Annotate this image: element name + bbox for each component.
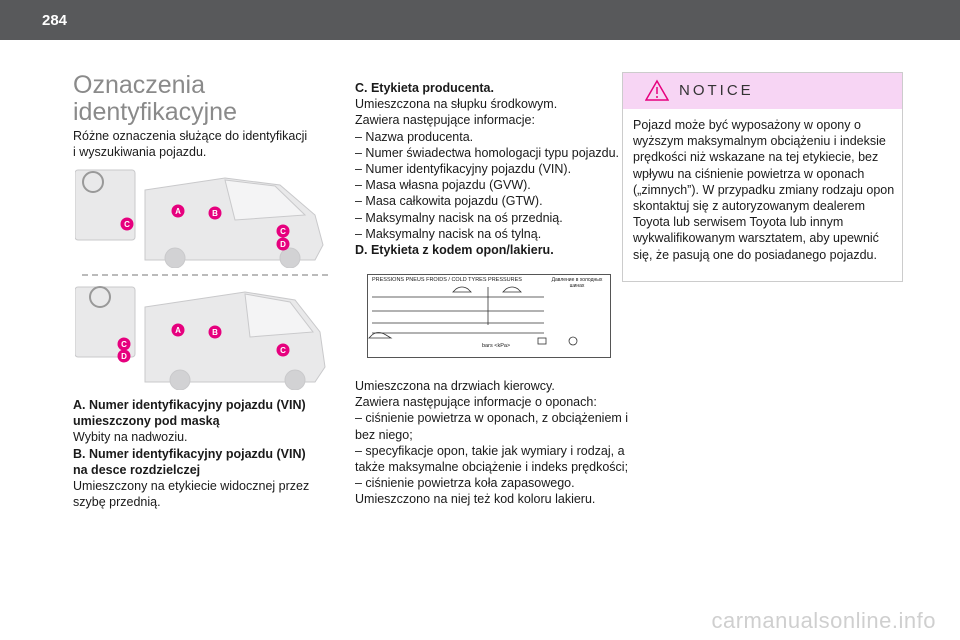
item-c-line: – Maksymalny nacisk na oś przednią. <box>355 210 563 225</box>
tyre-icon <box>568 336 578 346</box>
van-diagram-side: A B C C D <box>75 169 324 268</box>
page-header-bar: 284 <box>0 0 960 40</box>
item-d-line: Zawiera następujące informacje o oponach… <box>355 395 597 410</box>
tyre-pressure-label: PRESSIONS PNEUS FROIDS / COLD TYRES PRES… <box>367 274 611 358</box>
marker-a: A <box>175 207 181 216</box>
item-c-line: – Maksymalny nacisk na oś tylną. <box>355 226 542 241</box>
item-d-line: – specyfikacje opon, takie jak wymiary i… <box>355 443 629 475</box>
item-c-line: – Numer identyfikacyjny pojazdu (VIN). <box>355 162 572 177</box>
notice-text: Pojazd może być wyposażony w opony o wyż… <box>633 118 895 262</box>
notice-title: NOTICE <box>679 82 754 99</box>
label-units: bars <kPa> <box>482 343 511 349</box>
car-icon <box>368 332 393 339</box>
van-diagram-alt: A B C D C <box>75 286 326 390</box>
item-c-title: C. Etykieta producenta. <box>355 81 494 95</box>
section-title: Oznaczenia identyfikacyjne <box>73 71 237 126</box>
marker-c: C <box>124 220 130 229</box>
item-c-line: Umieszczona na słupku środkowym. <box>355 97 558 112</box>
marker-d: D <box>280 240 286 249</box>
item-d-line: Umieszczona na drzwiach kierowcy. <box>355 379 555 393</box>
car-icon <box>502 286 522 293</box>
book-icon <box>537 337 547 345</box>
item-c-line: – Masa własna pojazdu (GVW). <box>355 178 531 193</box>
diagram-separator <box>82 274 328 276</box>
notice-header: NOTICE <box>623 73 902 109</box>
item-a-text: Wybity na nadwoziu. <box>73 430 188 445</box>
label-header: PRESSIONS PNEUS FROIDS / COLD TYRES PRES… <box>372 277 522 283</box>
notice-box: NOTICE Pojazd może być wyposażony w opon… <box>622 72 903 282</box>
item-c-line: – Masa całkowita pojazdu (GTW). <box>355 194 543 209</box>
item-a-title: A. Numer identyfikacyjny pojazdu (VIN) u… <box>73 398 306 429</box>
item-d-line: – ciśnienie powietrza w oponach, z obcią… <box>355 411 629 442</box>
label-header-right: Давление в холодных шинах <box>551 277 603 289</box>
item-c-line: – Nazwa producenta. <box>355 129 474 144</box>
marker-b-2: B <box>212 328 218 337</box>
label-grid <box>368 286 578 346</box>
watermark: carmanualsonline.info <box>711 608 936 633</box>
left-column-text: A. Numer identyfikacyjny pojazdu (VIN) u… <box>73 397 323 510</box>
marker-c-3: C <box>121 340 127 349</box>
item-d-title: D. Etykieta z kodem opon/lakieru. <box>355 243 554 258</box>
marker-a-2: A <box>175 326 181 335</box>
steering-wheel-icon <box>89 286 111 308</box>
marker-c-4: C <box>280 346 286 355</box>
item-c-line: Zawiera następujące informacje: <box>355 113 535 128</box>
dashboard-panel <box>75 169 136 241</box>
item-b-text: Umieszczony na etykiecie widocznej przez… <box>73 479 310 510</box>
item-b-title: B. Numer identyfikacyjny pojazdu (VIN) n… <box>73 446 306 477</box>
marker-d-2: D <box>121 352 127 361</box>
marker-b: B <box>212 209 218 218</box>
item-d-line: Umieszczono na niej też kod koloru lakie… <box>355 492 596 507</box>
item-c-line: – Numer świadectwa homologacji typu poja… <box>355 145 620 160</box>
car-icon <box>452 286 472 293</box>
marker-c-2: C <box>280 227 286 236</box>
steering-wheel-icon <box>82 171 104 193</box>
page-number: 284 <box>42 12 68 29</box>
item-d-text: Umieszczona na drzwiach kierowcy. Zawier… <box>355 378 630 508</box>
intro-text: Różne oznaczenia służące do identyfikacj… <box>73 129 308 160</box>
middle-column-text: C. Etykieta producenta. Umieszczona na s… <box>355 80 625 258</box>
item-d-line: – ciśnienie powietrza koła zapasowego. <box>355 476 575 491</box>
van-body <box>144 291 326 383</box>
warning-triangle-icon <box>645 79 669 101</box>
